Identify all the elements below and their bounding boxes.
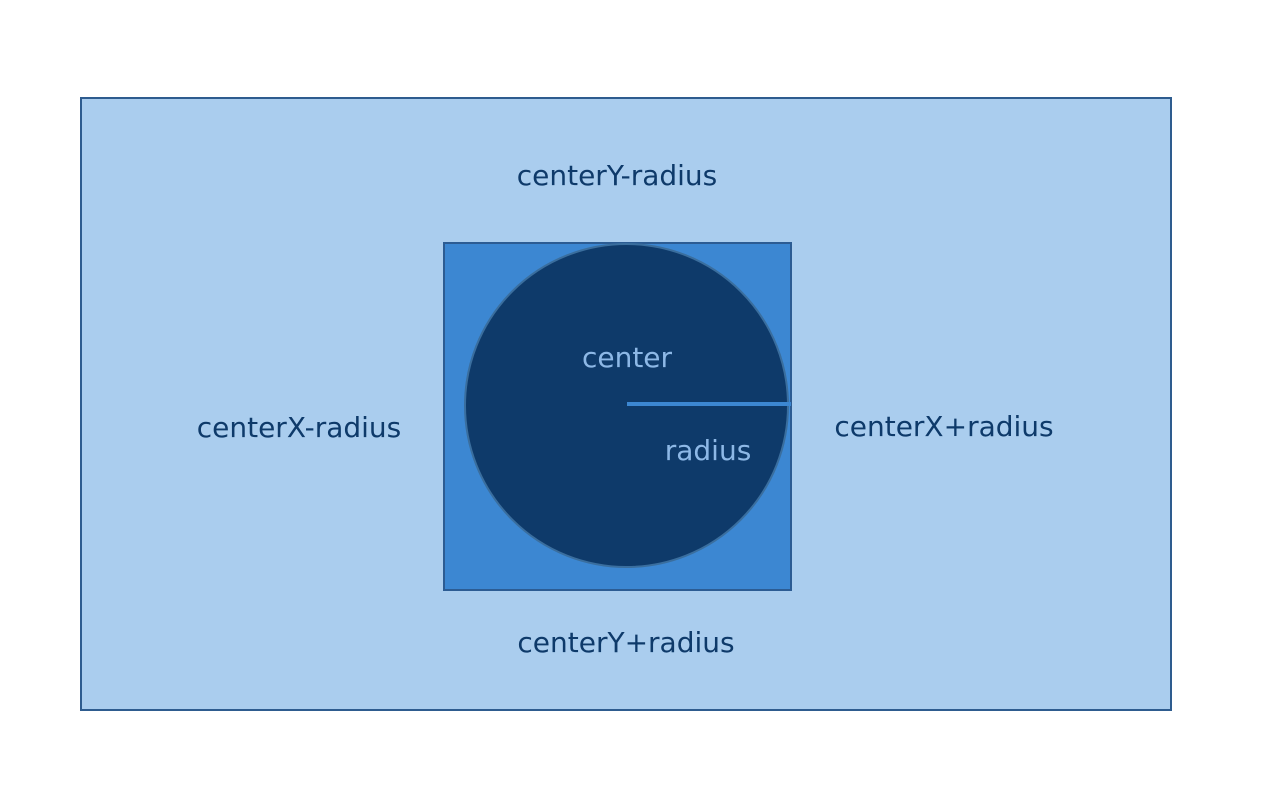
label-right: centerX+radius: [834, 410, 1054, 443]
radius-line: [627, 402, 791, 406]
label-top: centerY-radius: [516, 159, 718, 192]
label-center: center: [581, 341, 673, 374]
label-bottom: centerY+radius: [517, 626, 735, 659]
label-radius: radius: [664, 434, 752, 467]
label-left: centerX-radius: [196, 411, 402, 444]
